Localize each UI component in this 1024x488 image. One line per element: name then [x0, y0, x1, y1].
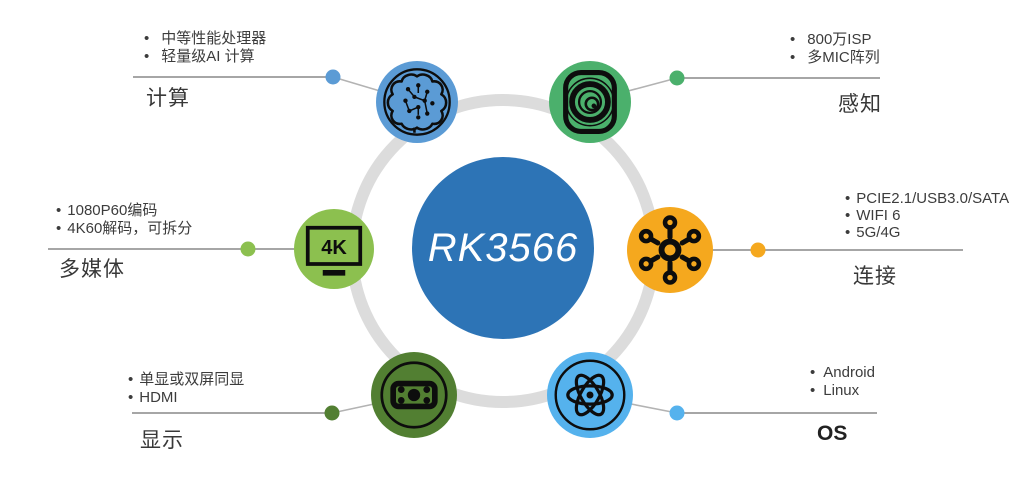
dot-compute [325, 69, 341, 85]
bullet-item: 中等性能处理器 [144, 30, 266, 48]
display-node-circle [371, 352, 457, 438]
brain-circuit-icon [383, 68, 451, 136]
bullet-item: PCIE2.1/USB3.0/SATA [845, 190, 1009, 207]
diagonal-compute [332, 76, 381, 92]
bullet-item: 800万ISP [790, 31, 880, 49]
dot-multimedia [240, 241, 256, 257]
bullet-item: Android [810, 364, 875, 382]
diagonal-os [630, 403, 678, 414]
bullet-item: 轻量级AI 计算 [144, 48, 266, 66]
multimedia-title: 多媒体 [59, 258, 125, 281]
display-bullets: 单显或双屏同显 HDMI [128, 371, 244, 407]
bullet-item: 1080P60编码 [56, 202, 192, 220]
connectivity-node-circle [627, 207, 713, 293]
tv-4k-icon: 4K [305, 225, 363, 276]
bullet-item: Linux [810, 382, 875, 400]
camera-lens-icon [563, 69, 617, 135]
bullet-item: 5G/4G [845, 224, 1009, 241]
tv-4k-label: 4K [321, 237, 347, 259]
multimedia-bullets: 1080P60编码 4K60解码，可拆分 [56, 202, 192, 238]
os-node-circle [547, 352, 633, 438]
dot-perception [669, 70, 685, 86]
atom-icon [554, 359, 626, 431]
connectivity-bullets: PCIE2.1/USB3.0/SATA WIFI 6 5G/4G [845, 190, 1009, 241]
os-bullets: Android Linux [810, 364, 875, 400]
center-chip-circle: RK3566 [412, 157, 594, 339]
bullet-item: 多MIC阵列 [790, 49, 880, 67]
perception-title: 感知 [838, 93, 882, 116]
multimedia-node-circle: 4K [294, 209, 374, 289]
chip-name: RK3566 [427, 225, 579, 270]
bullet-item: HDMI [128, 389, 244, 407]
perception-node-circle [549, 61, 631, 143]
diagonal-perception [627, 77, 678, 92]
bullet-item: WIFI 6 [845, 207, 1009, 224]
perception-bullets: 800万ISP 多MIC阵列 [790, 31, 880, 67]
compute-bullets: 中等性能处理器 轻量级AI 计算 [144, 30, 266, 66]
compute-node-circle [376, 61, 458, 143]
dot-connectivity [750, 242, 766, 258]
bullet-item: 4K60解码，可拆分 [56, 220, 192, 238]
dot-display [324, 405, 340, 421]
connectivity-title: 连接 [853, 265, 897, 288]
os-title: OS [817, 422, 848, 445]
dot-os [669, 405, 685, 421]
display-title: 显示 [140, 429, 184, 452]
banknote-icon [380, 361, 448, 429]
bullet-item: 单显或双屏同显 [128, 371, 244, 389]
compute-title: 计算 [146, 87, 190, 110]
hub-icon [638, 215, 702, 285]
